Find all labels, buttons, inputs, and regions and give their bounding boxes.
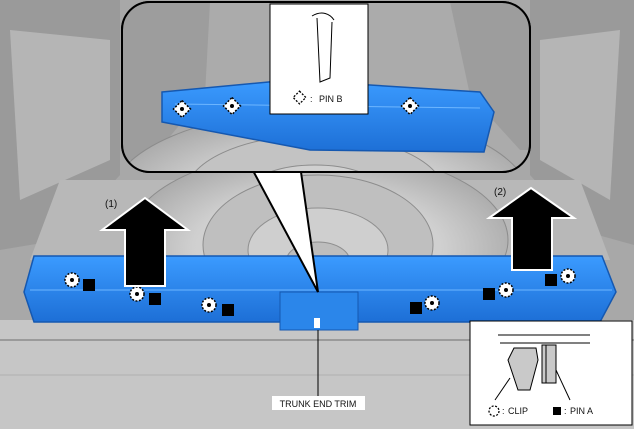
pin-a-icon (483, 288, 495, 300)
svg-text::: : (502, 406, 505, 416)
pin-a-icon (545, 274, 557, 286)
clip-icon (498, 282, 514, 298)
svg-text::: : (310, 94, 313, 104)
pin-a-markers (83, 274, 557, 316)
callout-inset: : PIN B (121, 1, 531, 293)
clip-icon (64, 272, 80, 288)
clip-icon (560, 268, 576, 284)
arrow-up-icon (485, 186, 578, 271)
svg-text::: : (564, 406, 567, 416)
pin-a-icon (553, 407, 561, 415)
pin-b-icon (222, 96, 242, 116)
part-name-callout: TRUNK END TRIM (272, 330, 365, 410)
arrow-label-left: (1) (105, 199, 117, 210)
arrow-label-right: (2) (494, 187, 506, 198)
clip-markers (64, 268, 576, 313)
pin-b-icon (292, 90, 307, 105)
clip-icon (488, 405, 500, 417)
pin-a-icon (149, 293, 161, 305)
arrow-up-icon (98, 196, 192, 287)
clip-legend-label: CLIP (508, 406, 528, 416)
pin-b-icon (400, 96, 420, 116)
part-name-label: TRUNK END TRIM (280, 399, 357, 409)
clip-pin-legend: : CLIP : PIN A (469, 320, 633, 426)
trunk-end-trim (23, 255, 617, 331)
pin-a-legend-label: PIN A (570, 406, 593, 416)
pin-a-icon (83, 279, 95, 291)
pin-a-icon (222, 304, 234, 316)
pin-b-legend-label: PIN B (319, 94, 343, 104)
clip-icon (424, 295, 440, 311)
pin-b-legend: : PIN B (269, 3, 369, 115)
pin-b-icon (172, 99, 192, 119)
clip-icon (129, 286, 145, 302)
clip-icon (201, 297, 217, 313)
pin-a-icon (410, 302, 422, 314)
